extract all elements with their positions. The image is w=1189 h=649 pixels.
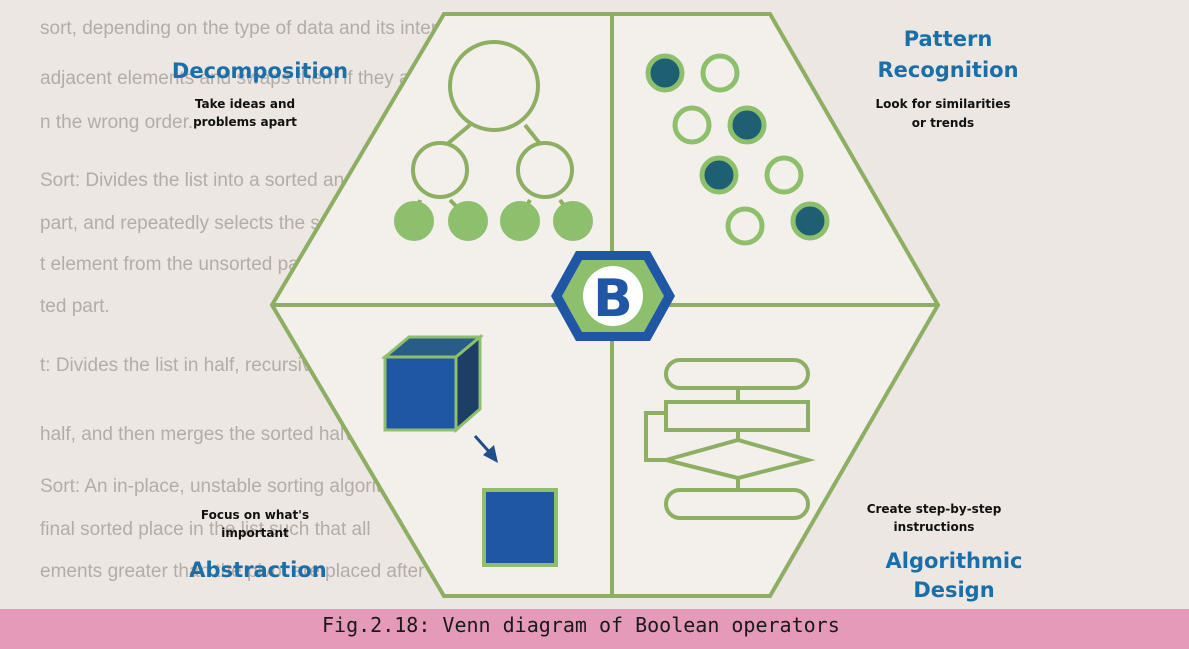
square-icon <box>482 488 558 567</box>
algorithmic-design-description-line: Create step-by-step <box>867 502 1002 516</box>
decomposition-description-line: problems apart <box>193 115 297 129</box>
pattern-recognition-description-line: Look for similarities <box>875 97 1010 111</box>
brand-logo: B <box>551 251 675 341</box>
abstraction-title: Abstraction <box>189 558 326 582</box>
algorithmic-design-title-line: Design <box>913 578 994 602</box>
flowchart-icon <box>644 358 816 520</box>
arrow-icon <box>473 434 498 463</box>
pattern-circles-icon <box>645 53 830 246</box>
pattern-recognition-title-line: Pattern <box>904 27 993 51</box>
algorithmic-design-title-line: Algorithmic <box>886 549 1023 573</box>
decomposition-tree-icon <box>394 40 593 241</box>
algorithmic-design-description-line: instructions <box>894 520 975 534</box>
abstraction-description-line: important <box>221 526 289 540</box>
figure-caption: Fig.2.18: Venn diagram of Boolean operat… <box>322 613 840 637</box>
decomposition-title: Decomposition <box>172 59 348 83</box>
pattern-recognition-title-line: Recognition <box>877 58 1018 82</box>
background-text-line: adjacent elements and swaps them if they… <box>40 68 427 89</box>
background-text-line: ted part. <box>40 296 110 317</box>
svg-text:B: B <box>593 269 633 329</box>
background-text-line: n the wrong order. <box>40 112 194 133</box>
cube-icon <box>380 333 485 434</box>
decomposition-description-line: Take ideas and <box>195 97 295 111</box>
background-text-line: sort, depending on the type of data and … <box>40 18 515 39</box>
caption-band <box>0 609 1189 649</box>
pattern-recognition-description-line: or trends <box>912 116 974 130</box>
background-text-line: final sorted place in the list such that… <box>40 519 371 540</box>
abstraction-description-line: Focus on what's <box>201 508 309 522</box>
background-text-line: ements greater than the pivot are placed… <box>40 561 445 582</box>
background-text-line: half, and then merges the sorted halves. <box>40 424 380 445</box>
